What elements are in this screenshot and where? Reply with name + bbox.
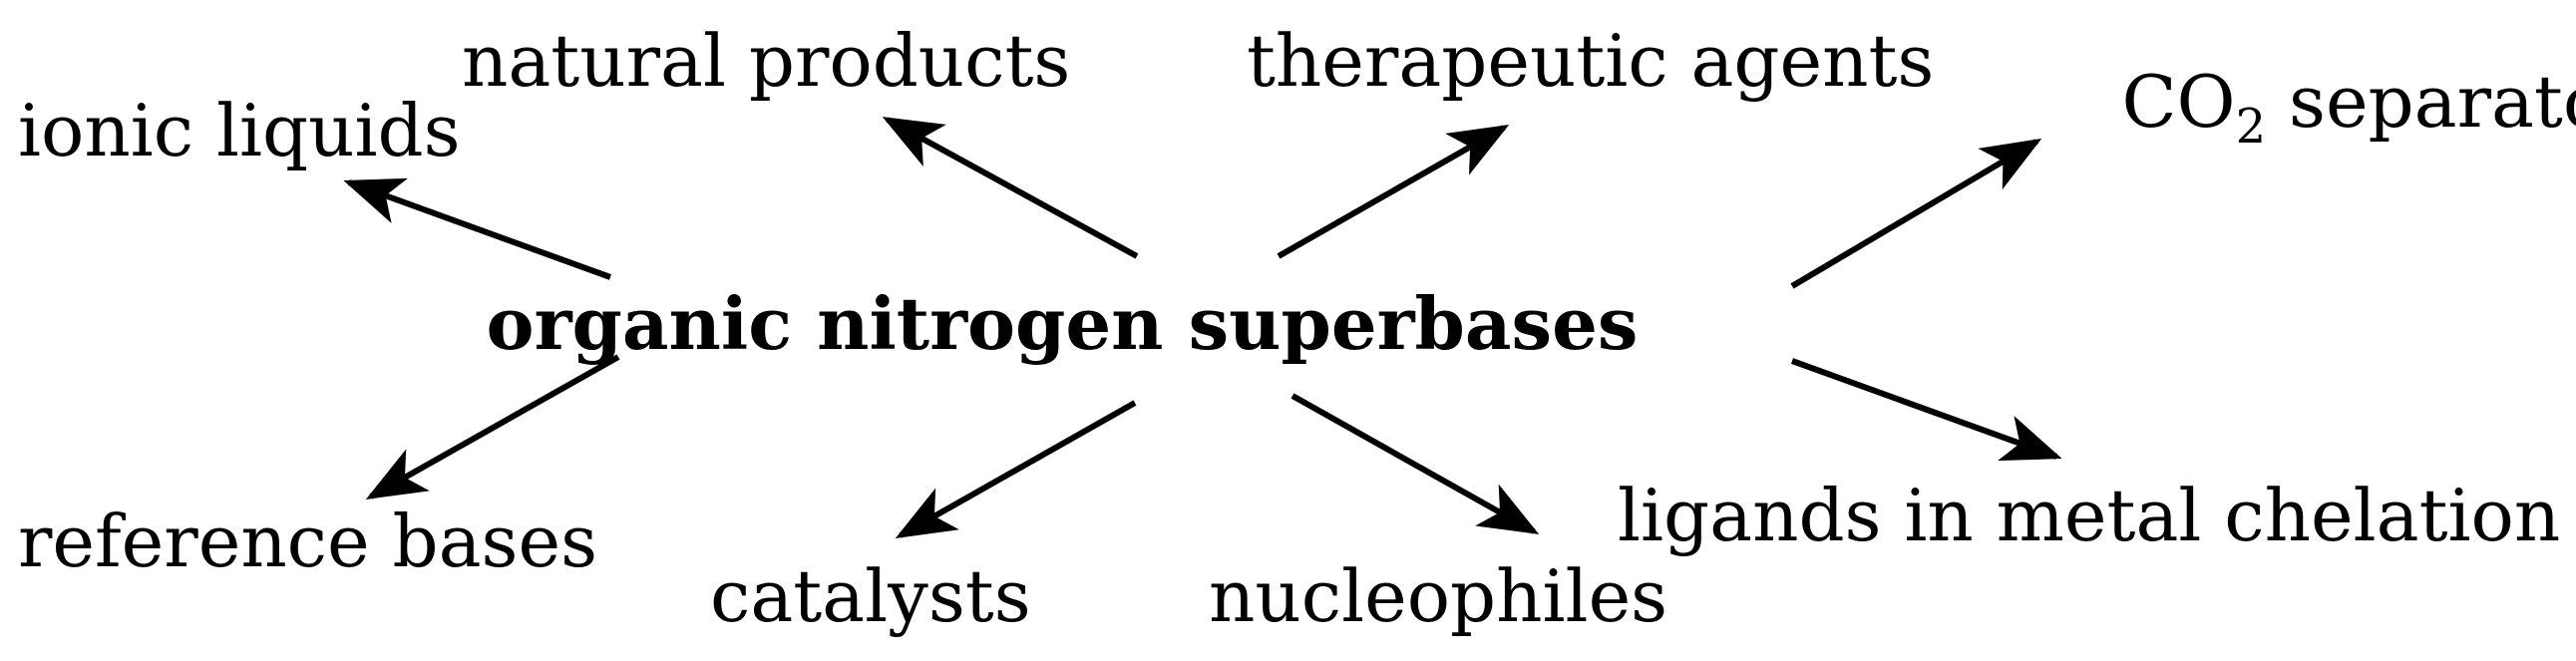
arrow-to-nucleophiles bbox=[1290, 393, 1540, 534]
label-nucleophiles: nucleophiles bbox=[1209, 554, 1667, 638]
label-co2-separators: CO2 separators bbox=[2008, 60, 2576, 155]
co2-subscript: 2 bbox=[2236, 99, 2267, 155]
label-catalysts: catalysts bbox=[710, 554, 1031, 638]
arrow-to-ionic-liquids bbox=[343, 177, 612, 280]
label-reference-bases: reference bases bbox=[18, 499, 597, 583]
center-label: organic nitrogen superbases bbox=[487, 281, 1639, 366]
label-natural-products: natural products bbox=[462, 19, 1070, 103]
arrow-to-co2-separators bbox=[1790, 138, 2042, 289]
label-ligands-in-metal-chelation: ligands in metal chelation bbox=[1618, 474, 2560, 557]
arrow-to-therapeutic-agents bbox=[1277, 125, 1510, 259]
arrow-to-reference-bases bbox=[365, 354, 620, 499]
label-ionic-liquids: ionic liquids bbox=[18, 89, 461, 172]
arrow-to-natural-products bbox=[882, 117, 1139, 259]
arrow-to-ligands-in-metal-chelation bbox=[1790, 358, 2062, 462]
arrow-to-catalysts bbox=[895, 400, 1137, 538]
label-therapeutic-agents: therapeutic agents bbox=[1247, 19, 1934, 103]
co2-suffix: separators bbox=[2266, 60, 2576, 144]
co2-prefix: CO bbox=[2121, 60, 2235, 144]
